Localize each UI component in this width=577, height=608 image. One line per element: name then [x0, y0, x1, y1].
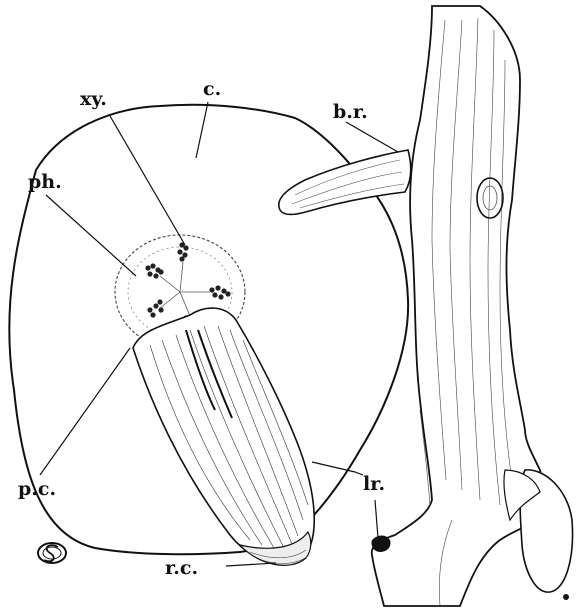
xylem-strand-right: [209, 285, 230, 299]
xylem-strand-lower-left: [147, 299, 163, 317]
circle-s-monogram-icon: [38, 543, 66, 563]
leader-xy: [110, 116, 185, 245]
label-xylem: xy.: [80, 88, 107, 110]
main-root: [372, 6, 545, 606]
bud-tip-dot: [563, 594, 569, 600]
xylem-strand-top: [177, 242, 188, 261]
leader-rc: [226, 563, 276, 566]
stele-arms: [160, 262, 210, 316]
leader-br: [346, 122, 398, 152]
leader-lr-base: [375, 500, 378, 538]
lateral-root: [133, 308, 314, 564]
leader-ph: [46, 195, 136, 276]
label-cortex: c.: [203, 78, 221, 100]
label-phloem: ph.: [28, 171, 62, 193]
leader-pc: [40, 348, 130, 475]
label-lateral-root: lr.: [363, 473, 385, 495]
label-branch-root: b.r.: [333, 101, 368, 123]
branch-root: [279, 150, 411, 214]
label-pericycle: p.c.: [18, 478, 56, 500]
label-root-cap: r.c.: [165, 557, 198, 579]
leader-lr: [312, 462, 363, 475]
leader-c: [196, 102, 208, 158]
